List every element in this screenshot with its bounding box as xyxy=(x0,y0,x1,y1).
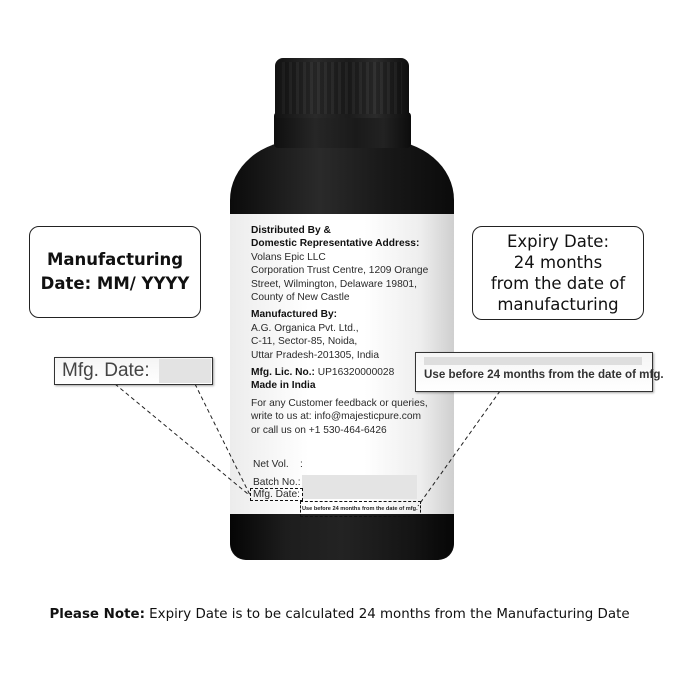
use-before-zoom: Use before 24 months from the date of mf… xyxy=(415,352,664,392)
expiry-date-callout: Expiry Date: 24 months from the date of … xyxy=(472,226,644,320)
representative-heading: Domestic Representative Address: xyxy=(251,238,420,250)
license-block: Mfg. Lic. No.: UP16320000028 Made in Ind… xyxy=(251,366,451,393)
batch-date-field xyxy=(302,475,417,499)
mfg-lic-value: UP16320000028 xyxy=(314,367,395,379)
callout-line: Date: MM/ YYYY xyxy=(40,274,190,293)
distributor-address-line: Corporation Trust Centre, 1209 Orange xyxy=(251,265,429,277)
contact-email-line: write to us at: info@majesticpure.com xyxy=(251,411,422,423)
contact-line: For any Customer feedback or queries, xyxy=(251,397,428,409)
contact-phone-line: or call us on +1 530-464-6426 xyxy=(251,424,387,436)
note-label: Please Note: xyxy=(49,607,145,622)
mfg-date-label: Mfg. Date: xyxy=(250,488,303,501)
use-before-zoom-text: Use before 24 months from the date of mf… xyxy=(424,368,664,381)
made-in-india: Made in India xyxy=(251,380,316,392)
bottle-base xyxy=(230,514,454,560)
use-before-small: Use before 24 months from the date of mf… xyxy=(300,501,421,517)
contact-block: For any Customer feedback or queries, wr… xyxy=(251,397,451,437)
callout-line: manufacturing xyxy=(497,295,619,314)
label-content: Distributed By & Domestic Representative… xyxy=(251,224,451,441)
bottle-cap xyxy=(275,58,409,118)
manufacturing-date-callout: Manufacturing Date: MM/ YYYY xyxy=(29,226,201,318)
callout-line: Manufacturing xyxy=(46,250,184,269)
bottle-cap-ring xyxy=(274,112,411,148)
manufacturer-block: Manufactured By: A.G. Organica Pvt. Ltd.… xyxy=(251,308,451,362)
callout-line: Expiry Date: xyxy=(506,232,610,251)
manufacturer-address-line: Uttar Pradesh-201305, India xyxy=(251,349,379,361)
batch-no-label: Batch No.: xyxy=(253,477,301,488)
note-text: Expiry Date is to be calculated 24 month… xyxy=(144,607,630,622)
mfg-date-zoom: Mfg. Date: xyxy=(54,357,213,385)
distributor-address-line: County of New Castle xyxy=(251,292,350,304)
mfg-lic-label: Mfg. Lic. No.: xyxy=(251,367,315,379)
mfg-date-zoom-label: Mfg. Date: xyxy=(62,360,150,381)
manufactured-heading: Manufactured By: xyxy=(251,309,338,321)
manufacturer-name: A.G. Organica Pvt. Ltd., xyxy=(251,322,359,334)
net-vol-label: Net Vol. : xyxy=(253,459,303,470)
manufacturer-address-line: C-11, Sector-85, Noida, xyxy=(251,336,358,348)
distributed-heading: Distributed By & xyxy=(251,225,331,236)
mfg-date-zoom-field xyxy=(159,359,211,383)
distributor-block: Distributed By & Domestic Representative… xyxy=(251,224,451,304)
use-before-zoom-strip xyxy=(424,357,642,365)
distributor-address-line: Street, Wilmington, Delaware 19801, xyxy=(251,278,417,290)
bottle-cap-ridges xyxy=(282,62,402,114)
callout-line: from the date of xyxy=(490,274,626,293)
footer-note: Please Note: Expiry Date is to be calcul… xyxy=(0,607,679,622)
distributor-name: Volans Epic LLC xyxy=(251,251,326,263)
callout-line: 24 months xyxy=(513,253,603,272)
